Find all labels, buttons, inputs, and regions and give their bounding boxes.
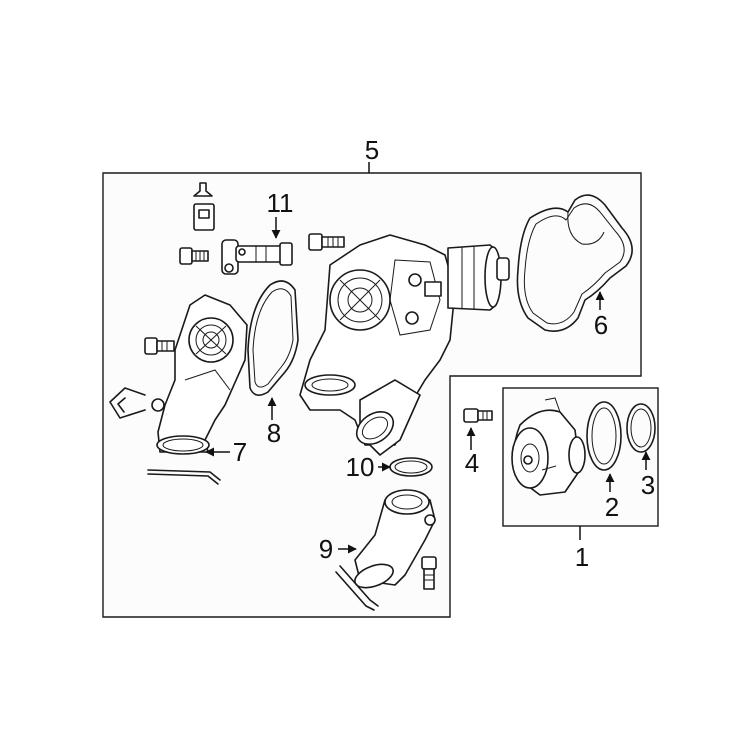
wire-clip-bottom xyxy=(147,469,221,485)
bolt-outlet xyxy=(421,556,437,590)
callout-3: 3 xyxy=(641,470,655,500)
callout-11: 11 xyxy=(267,188,294,218)
callout-7: 7 xyxy=(233,437,247,467)
pump-motor xyxy=(447,244,510,311)
wire-clip-outlet xyxy=(335,565,379,611)
o-ring-2 xyxy=(586,401,622,471)
retaining-clip-left xyxy=(109,387,146,419)
bolt-4 xyxy=(463,408,493,423)
bolt-top-middle xyxy=(308,233,345,251)
gasket-8 xyxy=(247,280,299,396)
gasket-6 xyxy=(516,194,633,332)
callout-4: 4 xyxy=(465,448,479,478)
callout-6: 6 xyxy=(594,310,608,340)
callout-10: 10 xyxy=(346,452,375,482)
outlet-pipe-9 xyxy=(354,489,436,589)
callout-8: 8 xyxy=(267,418,281,448)
thermostat-housing-7 xyxy=(151,294,248,455)
callout-1: 1 xyxy=(575,542,589,572)
sensor-connector xyxy=(193,182,215,231)
callout-2: 2 xyxy=(605,492,619,522)
pump-housing xyxy=(299,234,456,456)
bolt-left-middle xyxy=(144,337,175,355)
pump-impeller-1 xyxy=(511,397,586,496)
bolt-top-left xyxy=(179,247,209,265)
callout-5: 5 xyxy=(365,135,379,165)
callout-9: 9 xyxy=(319,534,333,564)
o-ring-3 xyxy=(626,403,656,453)
sensor-housing-11 xyxy=(221,239,293,275)
